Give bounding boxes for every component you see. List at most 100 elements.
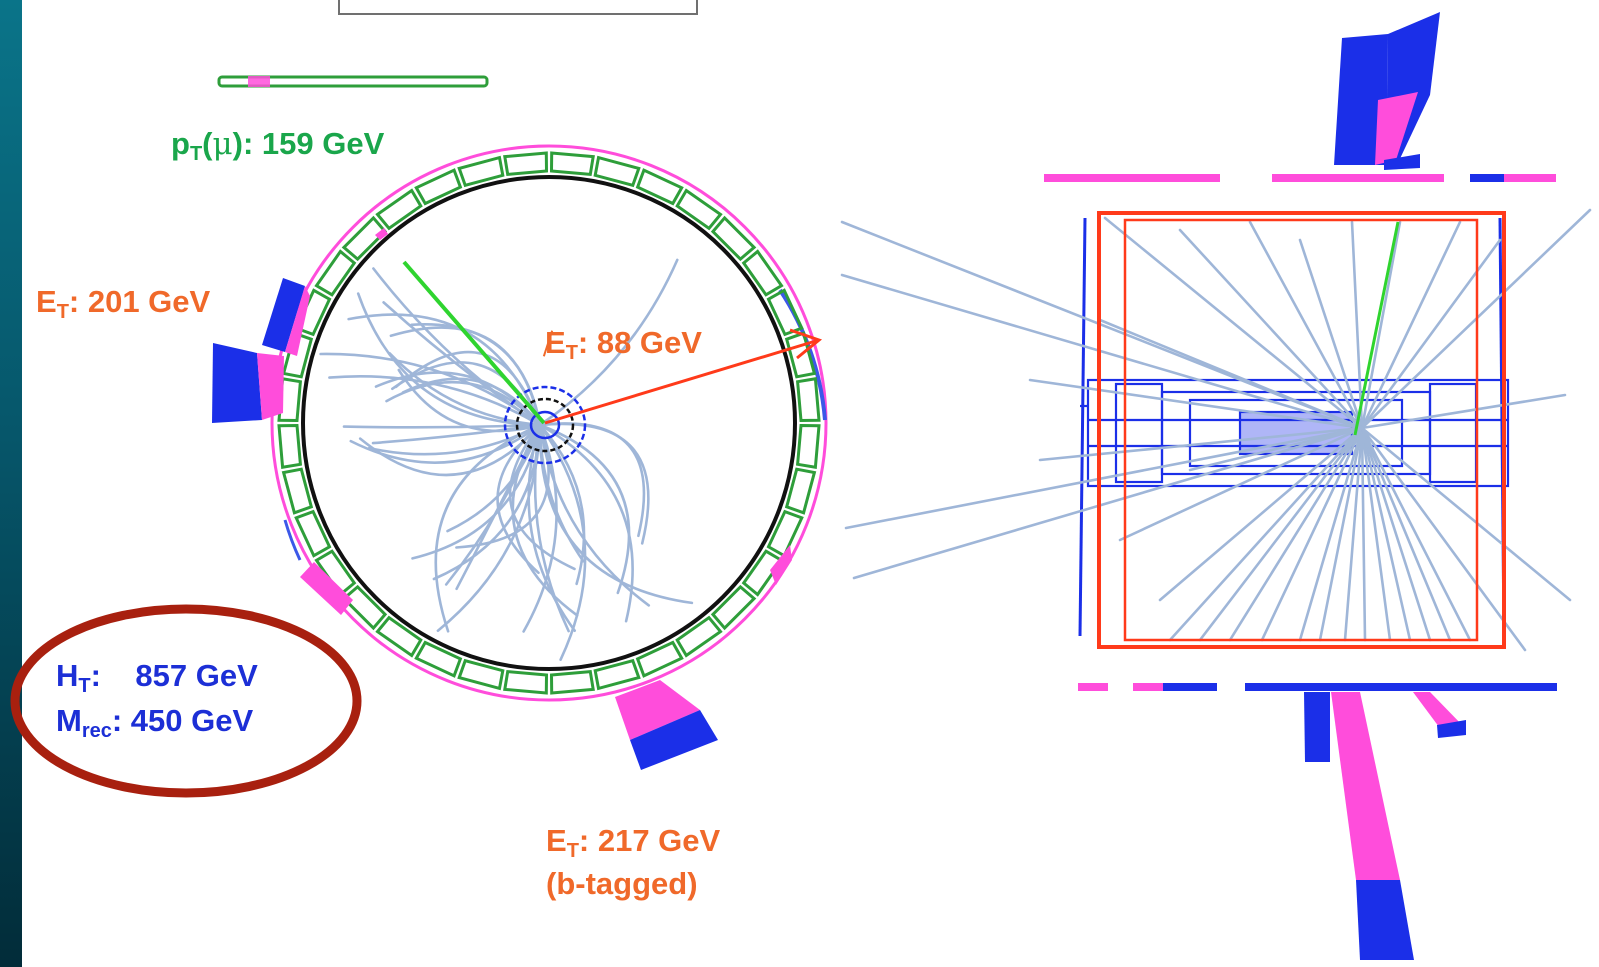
track xyxy=(538,423,585,563)
muon-chamber-segment xyxy=(675,615,723,658)
side-muon-track xyxy=(1353,221,1400,436)
side-track xyxy=(1098,318,1364,430)
side-track xyxy=(1360,426,1527,652)
muon-chamber-segment xyxy=(675,188,723,231)
met-arrow xyxy=(544,328,823,425)
muon-chamber-segment xyxy=(766,288,804,337)
side-track xyxy=(1248,220,1364,430)
muon-chamber-segment xyxy=(414,640,463,678)
side-track xyxy=(1343,426,1364,642)
solenoid-ring xyxy=(301,175,797,671)
track xyxy=(436,423,542,632)
muon-chamber-segment xyxy=(294,509,332,558)
muon-chamber-segment xyxy=(457,658,505,691)
track xyxy=(356,292,542,427)
track xyxy=(388,351,542,427)
track xyxy=(367,423,542,456)
highlight-ellipse xyxy=(10,604,362,798)
bottom-jet-tower xyxy=(1304,692,1466,960)
side-track xyxy=(1198,426,1364,642)
side-track xyxy=(1360,220,1402,430)
muon-chamber-segment xyxy=(784,467,817,515)
track xyxy=(434,423,542,633)
solenoid-box xyxy=(1097,211,1506,649)
side-track xyxy=(1118,426,1364,542)
muon-chamber-segment xyxy=(277,423,303,469)
side-track xyxy=(1360,393,1567,430)
side-track xyxy=(1168,426,1364,642)
track xyxy=(538,423,631,595)
side-track xyxy=(1318,426,1364,642)
ht-label: HT: 857 GeV xyxy=(56,658,258,697)
side-track xyxy=(1103,216,1364,430)
missing-et-label: ET: 88 GeV xyxy=(545,325,702,364)
side-track xyxy=(1360,426,1472,642)
muon-chamber-segment xyxy=(457,155,505,188)
side-track xyxy=(1038,426,1364,462)
top-jet-tower xyxy=(1334,12,1440,170)
jet1-et-label: ET: 201 GeV xyxy=(36,284,211,323)
side-track xyxy=(1178,228,1364,430)
track xyxy=(538,258,679,427)
muon-chamber-segment xyxy=(593,155,641,188)
side-track xyxy=(1028,378,1364,430)
track xyxy=(358,423,542,477)
muon-chamber-segment xyxy=(710,215,757,262)
track xyxy=(522,423,558,633)
track xyxy=(389,326,542,427)
muon-chamber-segment xyxy=(741,249,784,297)
muon-chamber-segment xyxy=(593,658,641,691)
side-track xyxy=(1360,220,1462,430)
side-track xyxy=(840,273,1364,430)
muon-chamber-segment xyxy=(635,640,684,678)
bottom-calo-strip xyxy=(1078,683,1557,691)
muon-chamber-strip xyxy=(217,75,489,88)
muon-chamber-segment xyxy=(635,168,684,206)
transverse-view xyxy=(212,144,828,770)
muon-chamber-segment xyxy=(341,584,388,631)
side-track xyxy=(1360,426,1367,642)
side-track xyxy=(1228,426,1364,642)
muon-chamber-segment xyxy=(314,549,357,597)
muon-chamber-segment xyxy=(710,584,757,631)
muon-chamber-segment xyxy=(281,467,314,515)
track xyxy=(538,422,650,545)
top-frame-box xyxy=(338,0,698,15)
side-track xyxy=(1188,426,1364,472)
muon-chamber-segment xyxy=(314,249,357,297)
muon-chamber-segment xyxy=(503,151,549,177)
charged-tracks xyxy=(319,258,694,661)
muon-chamber-segment xyxy=(784,331,817,379)
side-track xyxy=(1360,426,1392,642)
track xyxy=(349,423,542,464)
muon-track xyxy=(402,260,546,425)
side-view-tracks xyxy=(840,208,1592,652)
side-track xyxy=(844,426,1364,530)
muon-chamber-segment xyxy=(375,188,423,231)
track xyxy=(342,423,542,429)
muon-chamber-segment xyxy=(549,669,595,695)
track xyxy=(401,377,542,427)
outer-calorimeter-ring xyxy=(270,144,828,702)
jet1-calo-tower xyxy=(212,278,310,423)
side-track xyxy=(1360,426,1572,602)
muon-chamber-segment xyxy=(795,377,821,423)
jet2-calo-tower xyxy=(615,545,792,770)
side-track xyxy=(1360,426,1432,642)
muon-chamber-segment xyxy=(414,168,463,206)
side-track xyxy=(1360,426,1412,642)
side-view xyxy=(840,12,1592,960)
jet2-btag-note: (b-tagged) xyxy=(546,866,698,901)
track xyxy=(527,423,576,632)
small-em-deposit xyxy=(300,562,353,615)
muon-chamber-segment xyxy=(341,215,388,262)
side-track xyxy=(852,426,1364,580)
track xyxy=(371,423,542,445)
muon-chamber-segment xyxy=(795,423,821,469)
side-track xyxy=(1158,426,1364,602)
muon-chamber-segment xyxy=(549,151,595,177)
muon-chamber-ring xyxy=(277,151,821,695)
side-track xyxy=(1360,426,1452,642)
side-track xyxy=(1350,220,1364,430)
